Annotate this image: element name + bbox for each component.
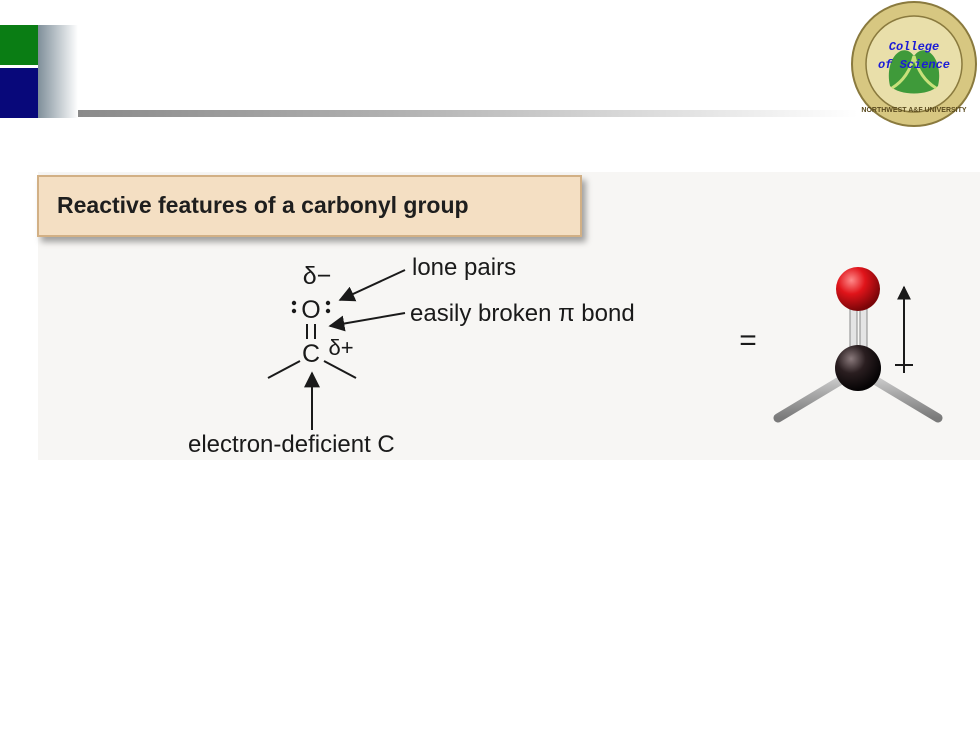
oxygen-symbol: O [301, 296, 320, 324]
title-divider-bar [78, 110, 858, 117]
lone-pair-dot [325, 300, 331, 306]
figure-heading: Reactive features of a carbonyl group [57, 192, 469, 218]
university-logo: College of Science NORTHWEST A&F UNIVERS… [851, 1, 977, 127]
equals-sign: = [739, 324, 757, 357]
logo-text-science: of Science [878, 58, 950, 72]
delta-minus-label: δ− [303, 262, 332, 290]
lone-pair-dot [291, 300, 297, 306]
substituent-bond [267, 360, 301, 379]
model-oxygen-atom [836, 267, 880, 311]
corner-gradient [38, 25, 78, 118]
delta-plus-label: δ+ [328, 335, 353, 360]
carbonyl-diagram: δ− O C δ+ lone pairs easily broken π bon… [188, 254, 943, 458]
substituent-bond [323, 360, 357, 379]
pi-bond-arrow [328, 312, 406, 332]
heading-box: Reactive features of a carbonyl group [37, 175, 582, 237]
corner-navy-block [0, 68, 38, 118]
pi-bond-label: easily broken π bond [410, 300, 635, 327]
lone-pair-dot [325, 308, 331, 314]
lone-pairs-label: lone pairs [412, 254, 516, 281]
lone-pairs-arrow [338, 269, 406, 302]
ball-and-stick-model [773, 267, 943, 423]
electron-deficient-label: electron-deficient C [188, 431, 395, 458]
carbon-symbol: C [302, 340, 320, 368]
logo-text-college: College [889, 40, 939, 54]
corner-green-block [0, 25, 38, 65]
model-carbon-atom [835, 345, 881, 391]
lone-pair-dot [291, 308, 297, 314]
logo-ring-text: NORTHWEST A&F UNIVERSITY [861, 107, 966, 114]
